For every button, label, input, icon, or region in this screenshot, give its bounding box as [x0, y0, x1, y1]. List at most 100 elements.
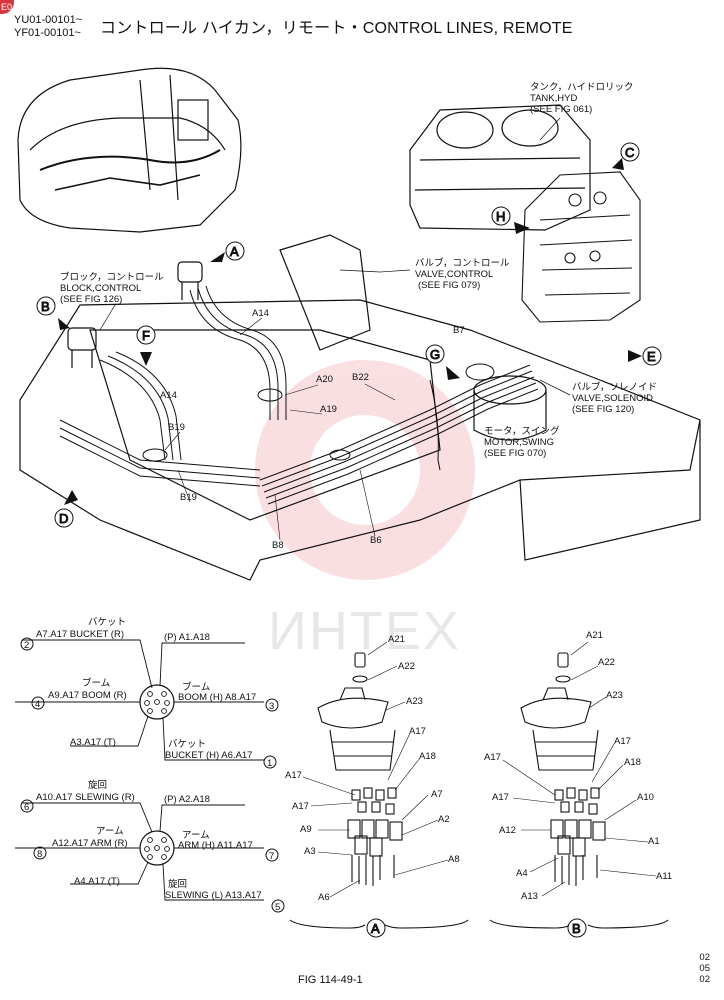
control-lever-b	[67, 327, 97, 368]
callout-c: C	[620, 142, 640, 162]
control-valve	[521, 171, 641, 323]
detail-a-caption: A	[366, 918, 386, 938]
svg-text:(P) A1.A18: (P) A1.A18	[164, 632, 210, 643]
svg-text:A: A	[230, 244, 239, 259]
svg-text:旋回: 旋回	[88, 779, 107, 791]
svg-text:A2: A2	[438, 814, 450, 825]
page-code-3: 02	[699, 974, 710, 985]
svg-text:A8: A8	[448, 854, 460, 865]
callout-d: D	[54, 508, 74, 528]
svg-text:A4: A4	[516, 868, 528, 879]
serial-range-2: YF01-00101~	[14, 27, 81, 39]
svg-text:(SEE FIG 120): (SEE FIG 120)	[572, 404, 634, 415]
svg-text:A21: A21	[586, 630, 603, 641]
svg-text:A: A	[371, 921, 380, 936]
svg-text:B: B	[572, 921, 581, 936]
reference-labels: タンク，ハイドロリック TANK,HYD (SEE FIG 061) バルブ，コ…	[60, 82, 657, 459]
svg-text:A4.A17 (T): A4.A17 (T)	[74, 876, 120, 887]
detail-a-exploded-view	[289, 652, 469, 929]
svg-text:2: 2	[24, 640, 29, 651]
svg-text:VALVE,CONTROL: VALVE,CONTROL	[415, 269, 493, 280]
figure-number: FIG 114-49-1	[298, 974, 363, 986]
svg-text:ブロック，コントロール: ブロック，コントロール	[60, 271, 164, 283]
page-codes: 02 05 02	[699, 952, 710, 985]
svg-text:A6: A6	[318, 892, 330, 903]
svg-text:A23: A23	[406, 696, 423, 707]
svg-text:A7.A17 BUCKET (R): A7.A17 BUCKET (R)	[36, 629, 124, 640]
svg-text:アーム: アーム	[182, 830, 210, 841]
svg-text:A22: A22	[398, 661, 415, 672]
control-lever-a	[177, 261, 203, 300]
svg-text:A17: A17	[614, 736, 631, 747]
svg-text:A20: A20	[316, 374, 333, 385]
svg-text:(P) A2.A18: (P) A2.A18	[164, 794, 210, 805]
svg-text:SLEWING (L) A13.A17: SLEWING (L) A13.A17	[165, 890, 262, 901]
svg-text:B8: B8	[272, 540, 284, 551]
hydraulic-tank	[409, 104, 591, 231]
svg-text:バルブ，ソレノイド: バルブ，ソレノイド	[572, 381, 657, 393]
machine-frame	[19, 234, 701, 581]
svg-text:A3: A3	[304, 846, 316, 857]
svg-text:(SEE FIG 061): (SEE FIG 061)	[530, 104, 592, 115]
svg-text:アーム: アーム	[96, 826, 124, 837]
svg-text:A18: A18	[419, 751, 436, 762]
callout-e: E	[642, 346, 662, 366]
svg-text:ブーム: ブーム	[82, 677, 110, 689]
svg-text:バルブ，コントロール: バルブ，コントロール	[415, 257, 510, 269]
callout-f: F	[136, 325, 156, 345]
svg-text:A21: A21	[388, 634, 405, 645]
svg-text:(SEE FIG 079): (SEE FIG 079)	[418, 280, 480, 291]
svg-text:A1: A1	[648, 836, 660, 847]
overview-machine-sketch	[17, 67, 242, 233]
svg-text:A17: A17	[484, 752, 501, 763]
svg-text:BOOM (H) A8.A17: BOOM (H) A8.A17	[178, 692, 256, 703]
svg-text:7: 7	[269, 851, 274, 862]
svg-text:8: 8	[37, 849, 42, 860]
svg-text:A17: A17	[292, 801, 309, 812]
svg-text:A17: A17	[285, 770, 302, 781]
detail-b-labels: A21 A22 A23 A17 A18 A17 A17 A10 A12 A1 A…	[484, 630, 672, 902]
svg-text:BUCKET (H) A6.A17: BUCKET (H) A6.A17	[165, 750, 252, 761]
callout-b: B	[36, 296, 56, 316]
svg-text:A9.A17 BOOM (R): A9.A17 BOOM (R)	[48, 690, 127, 701]
svg-text:ブーム: ブーム	[182, 681, 210, 693]
detail-b-caption: B	[567, 918, 587, 938]
svg-text:3: 3	[269, 701, 274, 712]
svg-text:A22: A22	[598, 657, 615, 668]
svg-text:A14: A14	[160, 390, 177, 401]
svg-text:A17: A17	[409, 726, 426, 737]
svg-text:A10: A10	[637, 792, 654, 803]
svg-text:タンク，ハイドロリック: タンク，ハイドロリック	[530, 82, 633, 93]
port-map-1: バケット A7.A17 BUCKET (R) 2 (P) A1.A18 ブーム …	[15, 617, 279, 769]
detail-a-labels: A21 A22 A23 A17 A18 A17 A17 A7 A9 A2 A3 …	[285, 634, 460, 903]
page-code-2: 05	[699, 963, 710, 974]
pipe-bundle	[59, 285, 539, 505]
svg-text:A7: A7	[431, 789, 443, 800]
svg-text:A19: A19	[320, 404, 337, 415]
svg-text:A18: A18	[624, 757, 641, 768]
watermark: ИНТЕХ	[268, 601, 461, 661]
detail-b-exploded-view	[489, 652, 669, 929]
svg-text:A3.A17 (T): A3.A17 (T)	[70, 737, 116, 748]
svg-text:(SEE FIG 070): (SEE FIG 070)	[484, 448, 546, 459]
svg-text:B19: B19	[168, 422, 185, 433]
svg-text:A13: A13	[521, 891, 538, 902]
svg-text:A23: A23	[606, 690, 623, 701]
svg-text:6: 6	[24, 802, 29, 813]
reference-leaders	[99, 117, 571, 396]
svg-text:F: F	[142, 328, 150, 343]
callout-g: G	[425, 344, 445, 364]
svg-text:BLOCK,CONTROL: BLOCK,CONTROL	[60, 283, 141, 294]
svg-text:A11: A11	[656, 871, 672, 882]
svg-text:A12.A17 ARM (R): A12.A17 ARM (R)	[52, 838, 128, 849]
svg-text:E: E	[647, 349, 656, 364]
svg-text:B: B	[41, 299, 50, 314]
svg-text:TANK,HYD: TANK,HYD	[530, 93, 577, 104]
svg-text:バケット: バケット	[88, 617, 126, 628]
detail-b-leaders	[502, 641, 657, 897]
callout-arrows	[58, 158, 642, 505]
callout-h: H	[491, 206, 511, 226]
page-title: コントロール ハイカン，リモート・CONTROL LINES, REMOTE	[100, 20, 573, 37]
callout-markers: A B C D E F G H	[36, 142, 662, 528]
